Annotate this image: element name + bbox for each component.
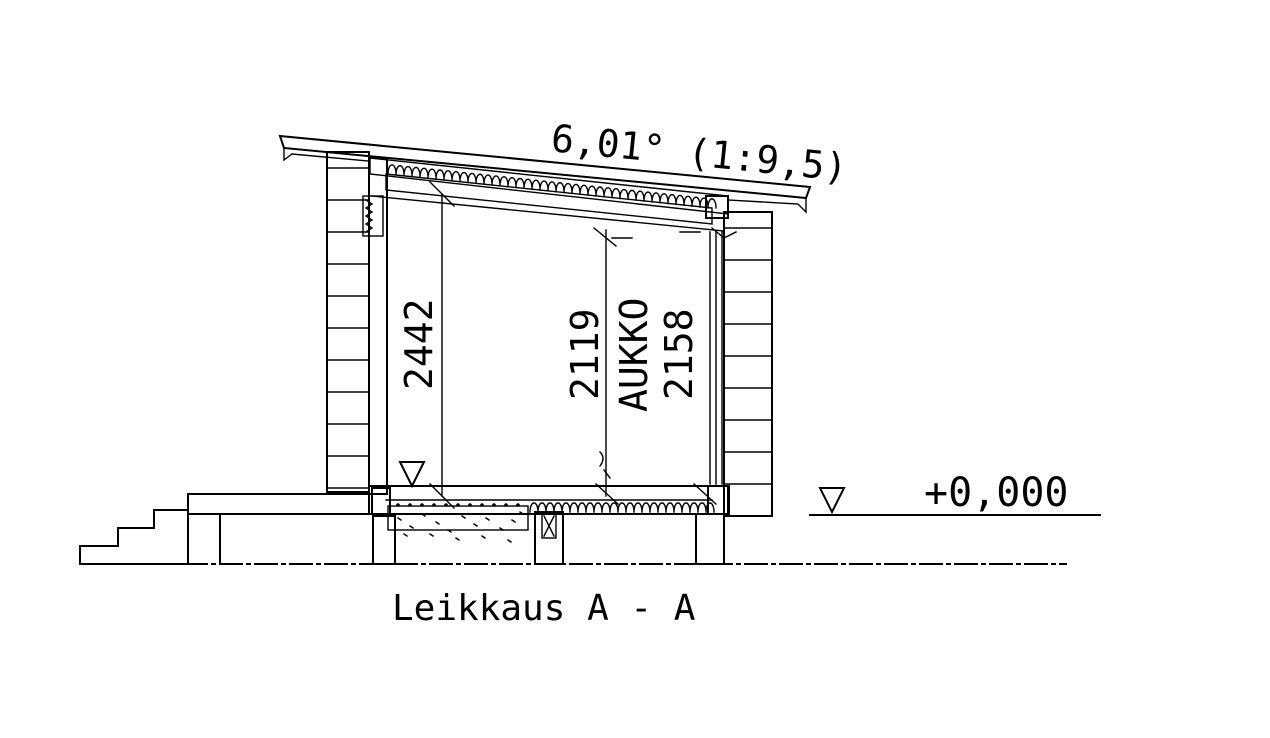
gravel-speck bbox=[519, 511, 524, 515]
left-wall-insulation-hatch bbox=[364, 199, 374, 233]
left-wall bbox=[326, 151, 388, 495]
gravel-speck bbox=[499, 527, 504, 531]
right-wall-outline bbox=[723, 211, 773, 517]
left-pier bbox=[372, 515, 396, 565]
total-height-dim: 2442 bbox=[397, 298, 441, 390]
level-triangle-icon bbox=[818, 487, 846, 515]
terrace bbox=[79, 493, 373, 565]
dimensions bbox=[429, 181, 717, 509]
dim-tick-opening-bottom bbox=[693, 483, 717, 505]
left-wall-inner-post bbox=[368, 157, 388, 495]
dim-tick-total-bottom bbox=[429, 483, 455, 509]
right-wall bbox=[705, 195, 773, 517]
inner-height-dim: 2119 bbox=[563, 308, 607, 400]
stairs bbox=[79, 493, 189, 565]
roof-insulation-hatch bbox=[387, 164, 717, 209]
ceiling-line bbox=[371, 195, 725, 232]
gravel-speck bbox=[403, 533, 408, 537]
section-title: Leikkaus A - A bbox=[392, 588, 696, 629]
gravel-speck bbox=[473, 523, 478, 527]
gravel-speck bbox=[455, 537, 460, 541]
opening-label: AUKKO bbox=[612, 298, 656, 412]
roof-slope-label: 6,01° (1:9,5) bbox=[549, 116, 849, 190]
right-eave bbox=[727, 197, 807, 214]
gravel-speck bbox=[429, 533, 434, 537]
right-sill-post bbox=[707, 485, 729, 515]
roof bbox=[278, 134, 812, 232]
middle-pier-cross bbox=[543, 515, 555, 537]
gravel-speck bbox=[461, 515, 466, 519]
dim-tick-total-top bbox=[429, 181, 455, 207]
opening-height-dim: 2158 bbox=[657, 308, 701, 400]
gravel-speck bbox=[485, 517, 490, 521]
floor-gravel-box bbox=[387, 505, 529, 531]
left-eave bbox=[283, 147, 369, 162]
floor bbox=[368, 485, 730, 565]
window-head-detail bbox=[711, 227, 737, 239]
gravel-speck bbox=[481, 535, 486, 539]
terrace-deck bbox=[187, 493, 373, 515]
gravel-speck bbox=[421, 513, 426, 517]
level-label: +0,000 bbox=[924, 470, 1069, 516]
gravel-speck bbox=[511, 519, 516, 523]
right-pier bbox=[695, 513, 725, 565]
dim-tick-inner-top bbox=[593, 227, 617, 247]
middle-pier-cap bbox=[541, 513, 557, 539]
gravel-speck bbox=[507, 539, 512, 543]
level-triangle-icon bbox=[398, 461, 426, 489]
dim-small-mark bbox=[599, 451, 611, 479]
floor-insulation-hatch bbox=[529, 502, 715, 513]
left-wall-beam-detail bbox=[362, 195, 384, 237]
level-marker bbox=[809, 487, 1101, 516]
dim-tick-inner-bottom bbox=[595, 483, 619, 505]
gravel-speck bbox=[435, 521, 440, 525]
gravel-speck bbox=[447, 529, 452, 533]
gravel-speck bbox=[409, 525, 414, 529]
right-wall-top-post bbox=[705, 195, 729, 219]
gravel-speck bbox=[397, 517, 402, 521]
